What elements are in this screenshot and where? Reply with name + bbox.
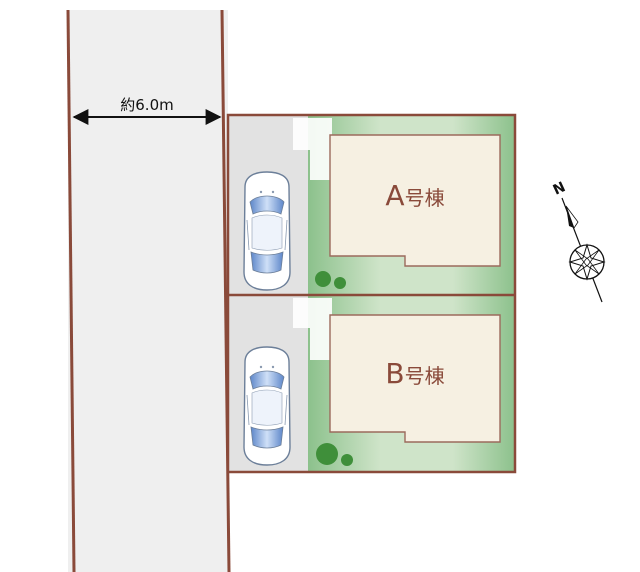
road: [66, 9, 231, 572]
lot-b-letter: B: [385, 357, 404, 390]
car-icon: [243, 346, 291, 466]
lot-a-letter: A: [385, 179, 404, 212]
road-width-label: 約6.0m: [120, 96, 173, 114]
tree-icon: [315, 271, 346, 289]
lot-a: A号棟: [228, 115, 515, 295]
compass-rose-icon: N: [551, 179, 606, 303]
lot-b-house-label: B号棟: [385, 357, 444, 390]
compass-north-label: N: [551, 179, 568, 198]
lot-boundaries: [226, 113, 517, 474]
lot-b-suffix: 号棟: [405, 364, 445, 388]
lot-a-house-label: A号棟: [385, 179, 444, 212]
tree-icon: [316, 443, 353, 466]
lot-b: B号棟: [228, 295, 515, 471]
lot-a-suffix: 号棟: [405, 186, 445, 210]
car-icon: [243, 171, 291, 291]
road-width-dimension: 約6.0m: [72, 96, 222, 125]
